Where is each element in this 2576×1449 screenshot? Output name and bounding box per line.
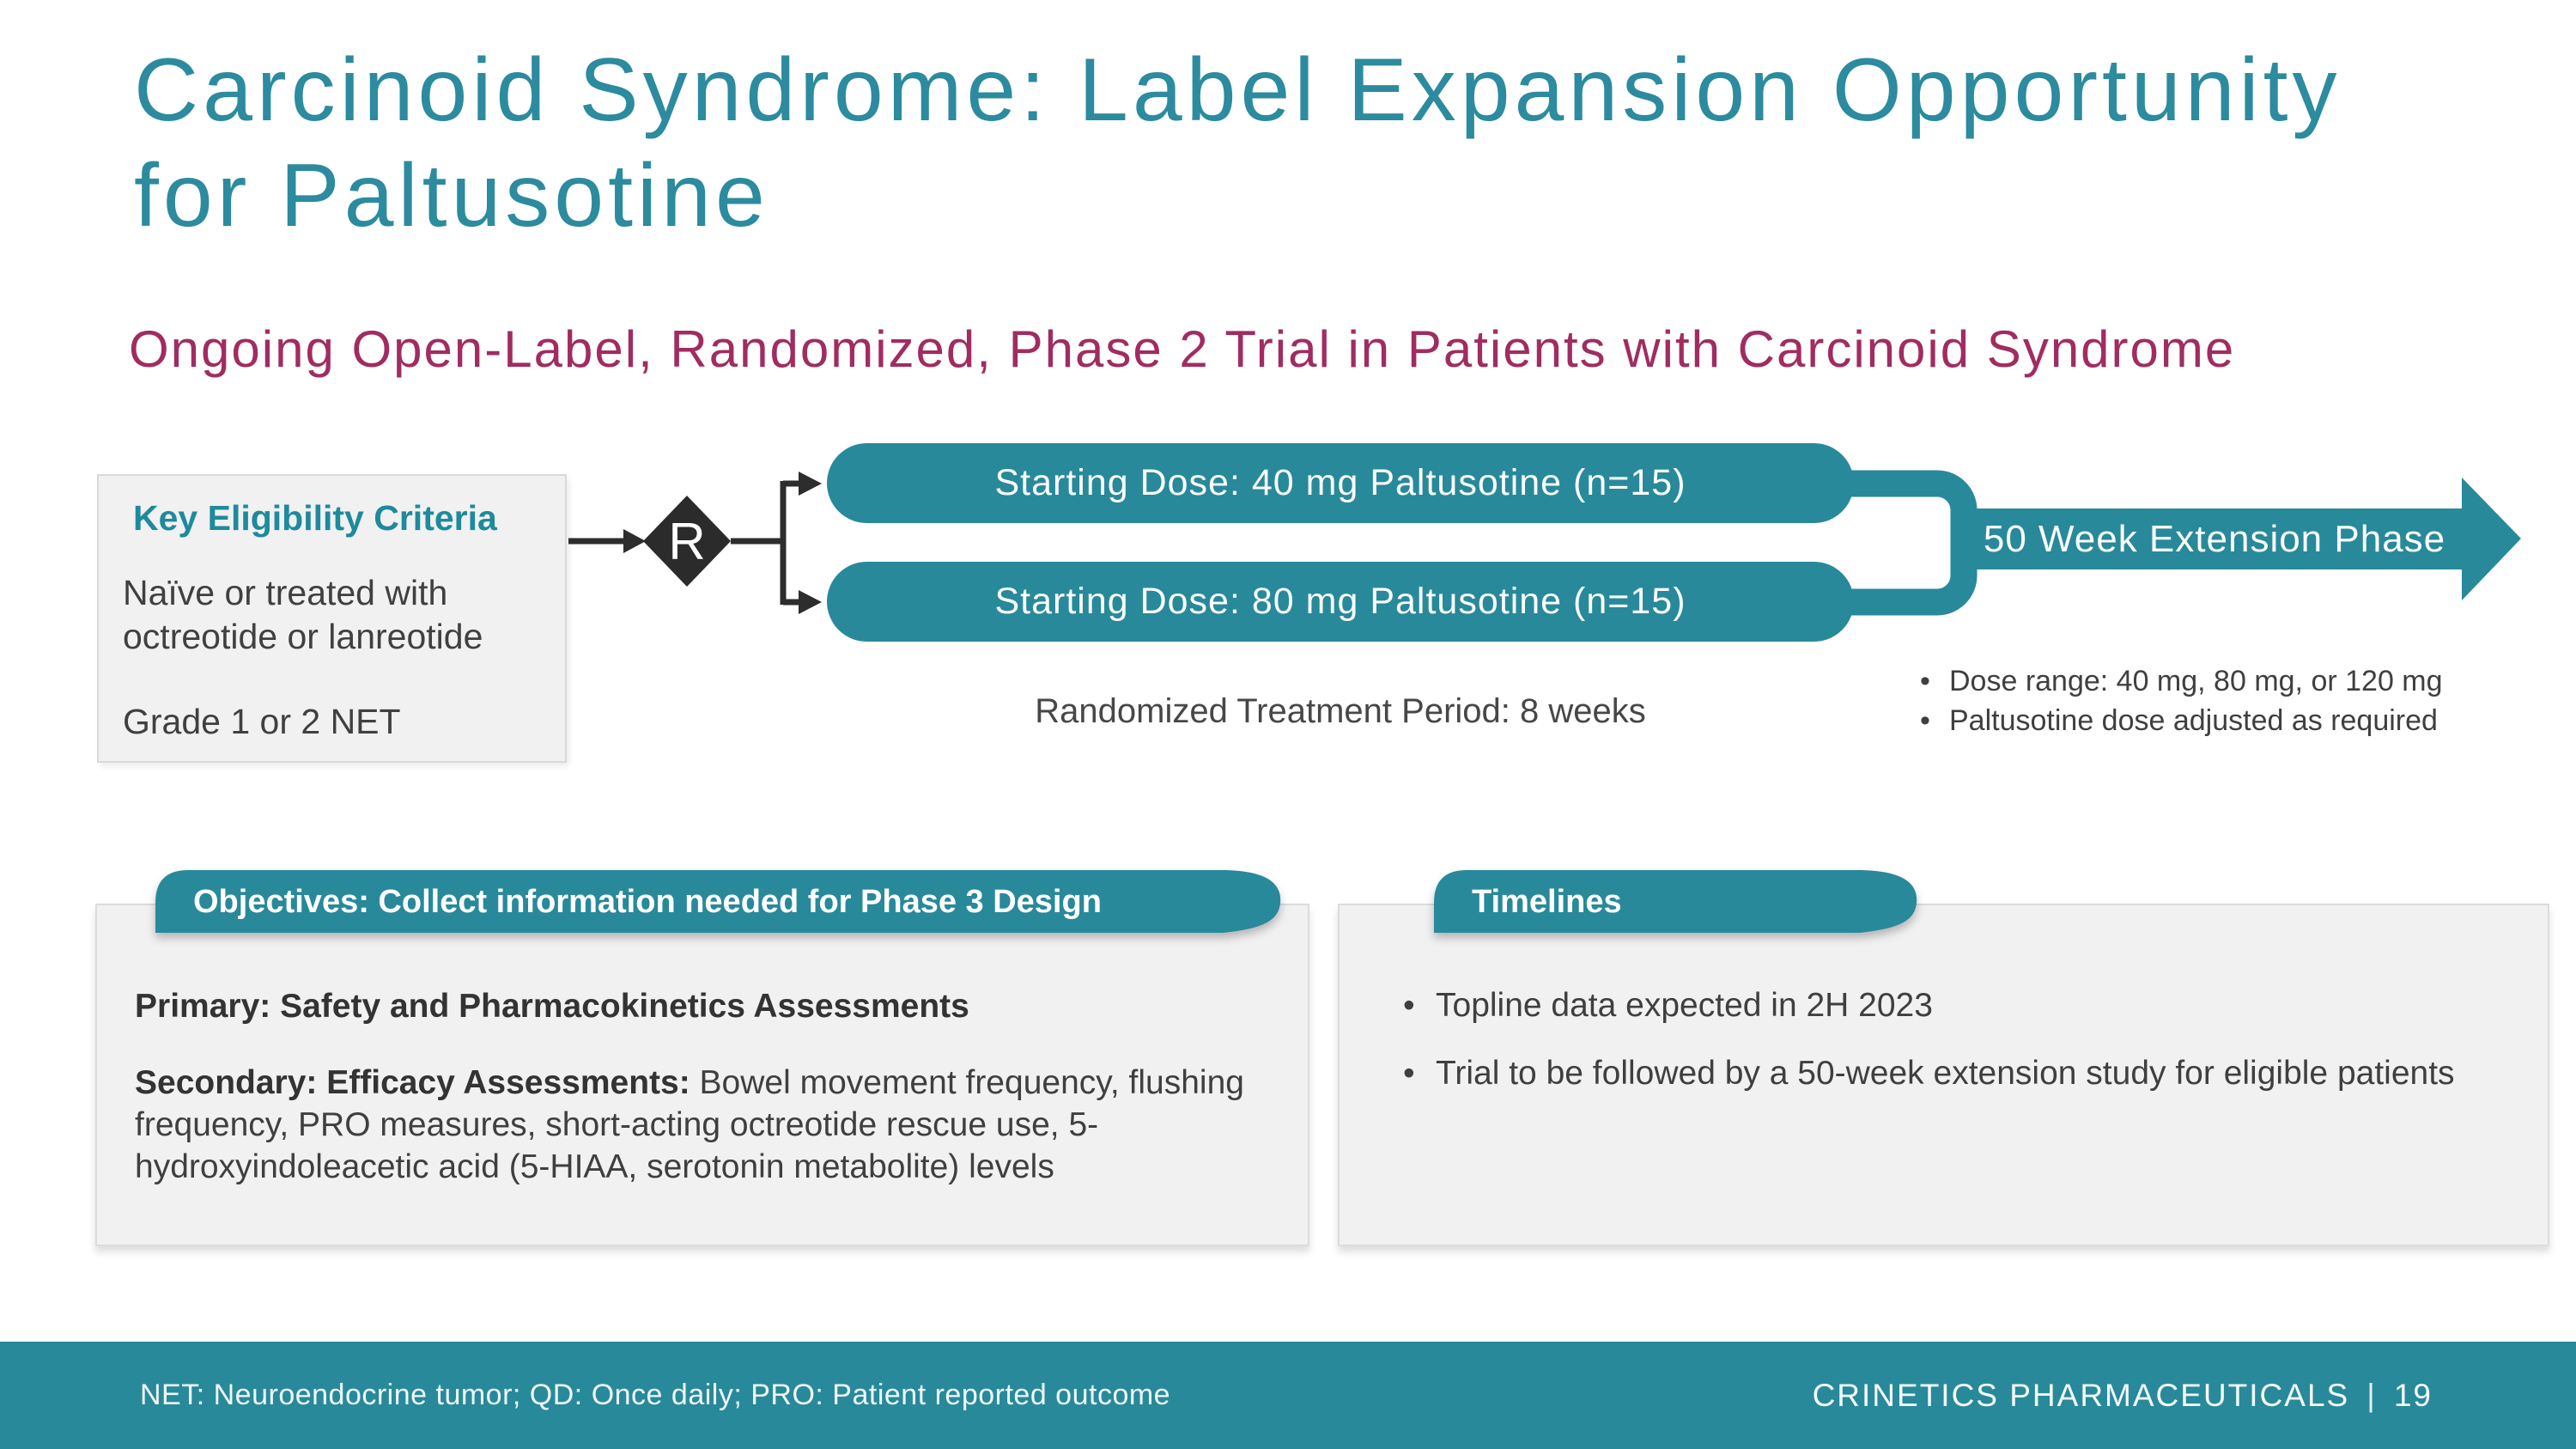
extension-bullet: Dose range: 40 mg, 80 mg, or 120 mg [1913,661,2531,701]
timelines-tab: Timelines [1434,870,1928,933]
timelines-panel: Topline data expected in 2H 2023 Trial t… [1338,904,2549,1246]
extension-bullet-text: Dose range: 40 mg, 80 mg, or 120 mg [1949,665,2443,697]
randomized-period-label: Randomized Treatment Period: 8 weeks [1035,692,1646,730]
timelines-tab-label: Timelines [1472,884,1622,920]
footer-company: CRINETICS PHARMACEUTICALS [1812,1377,2350,1413]
objectives-secondary: Secondary: Efficacy Assessments: Bowel m… [135,1062,1270,1188]
arm-pill-40mg: Starting Dose: 40 mg Paltusotine (n=15) [827,443,1854,523]
merge-bracket [1851,470,1978,616]
extension-bullet: Paltusotine dose adjusted as required [1913,701,2531,740]
extension-arrow-label: 50 Week Extension Phase [1983,517,2446,560]
extension-arrow-head-icon [2462,478,2521,600]
arrowhead-icon [623,529,646,553]
timelines-bullet-text: Trial to be followed by a 50-week extens… [1436,1055,2455,1092]
timelines-bullet: Trial to be followed by a 50-week extens… [1400,1052,2500,1094]
eligibility-heading: Key Eligibility Criteria [133,498,497,538]
objectives-panel: Primary: Safety and Pharmacokinetics Ass… [95,904,1309,1246]
page-title-line2: for Paltusotine [134,145,769,246]
footer-separator: | [2366,1377,2377,1413]
objectives-tab-label: Objectives: Collect information needed f… [193,884,1102,920]
objectives-secondary-rest: Bowel movement frequency, flushing frequ… [135,1064,1244,1185]
footer-page-number: 19 [2393,1377,2433,1413]
slide-subtitle: Ongoing Open-Label, Randomized, Phase 2 … [129,320,2236,378]
eligibility-panel: Key Eligibility Criteria Naïve or treate… [97,474,567,763]
timelines-bullet: Topline data expected in 2H 2023 [1400,984,2500,1026]
footer-bar: NET: Neuroendocrine tumor; QD: Once dail… [0,1342,2576,1449]
arm-pill-80mg: Starting Dose: 80 mg Paltusotine (n=15) [827,562,1854,642]
timelines-bullet-list: Topline data expected in 2H 2023 Trial t… [1400,984,2500,1094]
eligibility-item-1: Naïve or treated with octreotide or lanr… [123,573,483,656]
randomization-node-label: R [668,513,705,570]
extension-bullet-list: Dose range: 40 mg, 80 mg, or 120 mg Palt… [1913,661,2531,740]
objectives-tab-ribbon [155,870,1281,933]
page-title-line1: Carcinoid Syndrome: Label Expansion Oppo… [134,40,2342,140]
arrowhead-icon [799,590,822,614]
footer-brand: CRINETICS PHARMACEUTICALS | 19 [1813,1378,2433,1414]
eligibility-item-2: Grade 1 or 2 NET [123,701,401,741]
objectives-secondary-lead: Secondary: Efficacy Assessments: [135,1064,690,1101]
extension-bullet-text: Paltusotine dose adjusted as required [1949,704,2438,737]
timelines-bullet-text: Topline data expected in 2H 2023 [1436,987,1933,1024]
objectives-tab: Objectives: Collect information needed f… [155,870,1292,933]
footer-abbreviations: NET: Neuroendocrine tumor; QD: Once dail… [140,1379,1171,1411]
objectives-primary: Primary: Safety and Pharmacokinetics Ass… [135,988,969,1025]
arrowhead-icon [799,472,822,496]
randomization-diamond [643,496,731,587]
timelines-tab-ribbon [1434,870,1917,933]
page-title: Carcinoid Syndrome: Label Expansion Oppo… [134,38,2555,248]
